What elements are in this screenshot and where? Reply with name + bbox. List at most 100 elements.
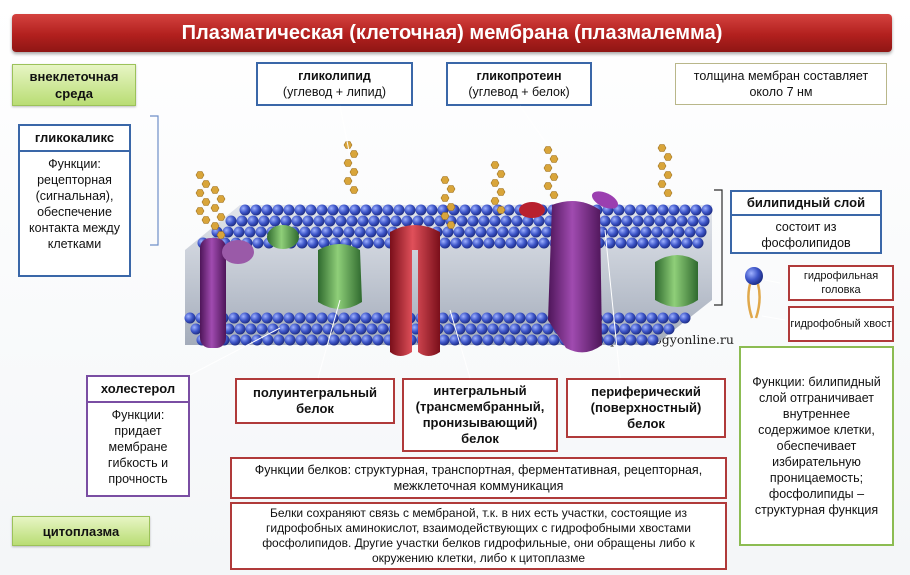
peripheral-protein-label: периферический (поверхностный) белок [566,378,726,438]
lipid-head [641,323,653,335]
lipid-head [497,226,509,238]
extracellular-label: внеклеточная среда [12,64,136,106]
glycolipid-box: гликолипид (углевод + липид) [256,62,413,106]
lipid-head [412,215,424,227]
lipid-head [460,334,472,346]
lipid-head [333,323,345,335]
lipid-head [614,334,626,346]
lipid-head [459,312,471,324]
lipid-head [335,215,347,227]
lipid-head [526,334,538,346]
lipid-head [255,226,267,238]
green-protein-small [267,225,299,249]
lipid-head [316,312,328,324]
lipid-head [339,334,351,346]
lipid-head [343,226,355,238]
lipid-head [531,323,543,335]
lipid-head [604,237,616,249]
lipid-head [619,323,631,335]
lipid-head [272,204,284,216]
lipid-head [626,237,638,249]
lipid-head [269,215,281,227]
glycolipid-subtitle: (углевод + липид) [282,85,387,99]
lipid-head [295,334,307,346]
lipid-head [393,204,405,216]
lipid-head [503,204,515,216]
lipid-head [190,323,202,335]
lipid-head [679,312,691,324]
lipid-head [679,204,691,216]
sugar-unit [490,197,500,205]
sugar-unit [549,191,559,199]
sugar-unit [663,171,673,179]
extracellular-label-text: внеклеточная среда [29,69,119,101]
lipid-head [625,334,637,346]
integral-protein-red [390,225,440,356]
lipid-head [344,323,356,335]
lipid-head [470,312,482,324]
thickness-note: толщина мембран составляет около 7 нм [675,63,887,105]
sugar-unit [490,179,500,187]
lipid-head [681,237,693,249]
lipid-head [701,204,713,216]
sugar-unit [657,144,667,152]
lipid-head [272,312,284,324]
lipid-head [240,334,252,346]
lipid-head [361,334,373,346]
lipid-head [349,312,361,324]
lipid-head [500,215,512,227]
lipid-head [670,237,682,249]
lipid-head [630,323,642,335]
lipid-head [234,323,246,335]
small-red-protein [519,202,545,218]
lipid-head [239,204,251,216]
lipid-head [362,237,374,249]
lipid-head [256,323,268,335]
lipid-head [519,226,531,238]
lipid-head [548,334,560,346]
lipid-head [324,215,336,227]
lipid-head [475,226,487,238]
lipid-head [637,237,649,249]
sugar-unit [663,189,673,197]
sugar-unit [349,186,359,194]
lipid-head [643,215,655,227]
lipid-head [349,204,361,216]
sugar-unit [195,189,205,197]
bilipid-layer-text: состоит из фосфолипидов [761,220,851,250]
lipid-head [273,334,285,346]
lipid-head [307,237,319,249]
lipid-head [354,226,366,238]
lipid-head [245,323,257,335]
lipid-head [379,215,391,227]
lipid-head [533,215,545,227]
lipid-head [648,237,660,249]
cholesterol-box: холестерол Функции: придает мембране гиб… [86,375,190,497]
sugar-unit [201,216,211,224]
lipid-head [607,226,619,238]
sugar-unit [543,146,553,154]
integral-protein-purple [548,201,602,353]
sugar-unit [210,186,220,194]
lipid-head [472,237,484,249]
lipid-head [483,237,495,249]
glycoprotein-box: гликопротеин (углевод + белок) [446,62,592,106]
lipid-head [481,312,493,324]
semi-integral-protein-label: полуинтегральный белок [235,378,395,424]
lipid-head [668,312,680,324]
lipid-head [663,323,675,335]
lipid-head [305,312,317,324]
lipid-head [629,226,641,238]
lipid-head [657,204,669,216]
lipid-head [602,312,614,324]
thickness-text: толщина мембран составляет около 7 нм [693,69,869,99]
lipid-head [317,334,329,346]
lipid-head [646,204,658,216]
page-title: Плазматическая (клеточная) мембрана (пла… [12,14,892,52]
sugar-unit [657,180,667,188]
green-protein-right [655,255,698,307]
glycoprotein-heading: гликопротеин [476,69,562,83]
lipid-head [299,226,311,238]
cholesterol-molecule-small [222,240,254,264]
semi-integral-protein-text: полуинтегральный белок [252,385,377,416]
